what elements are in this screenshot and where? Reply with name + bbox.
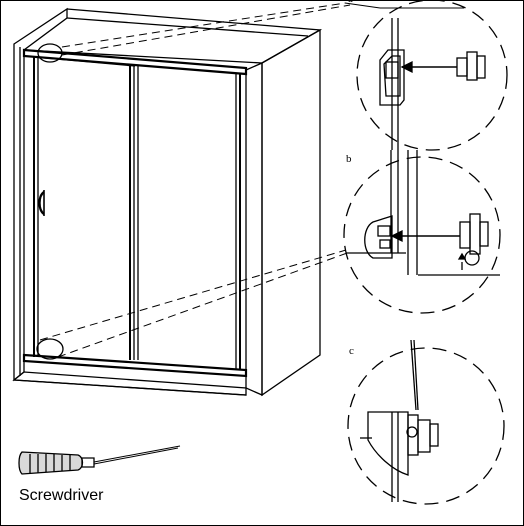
screwdriver-icon <box>18 445 181 475</box>
screwdriver-caption: Screwdriver <box>19 487 104 504</box>
shower-enclosure <box>12 7 323 397</box>
detail-a-view <box>356 0 508 151</box>
detail-c-label: c <box>349 345 354 357</box>
detail-b-label: b <box>346 153 352 165</box>
detail-b-view <box>343 150 501 314</box>
detail-c-view <box>347 339 505 505</box>
detail-a-label: a <box>348 0 353 5</box>
leader-lines <box>39 2 351 358</box>
